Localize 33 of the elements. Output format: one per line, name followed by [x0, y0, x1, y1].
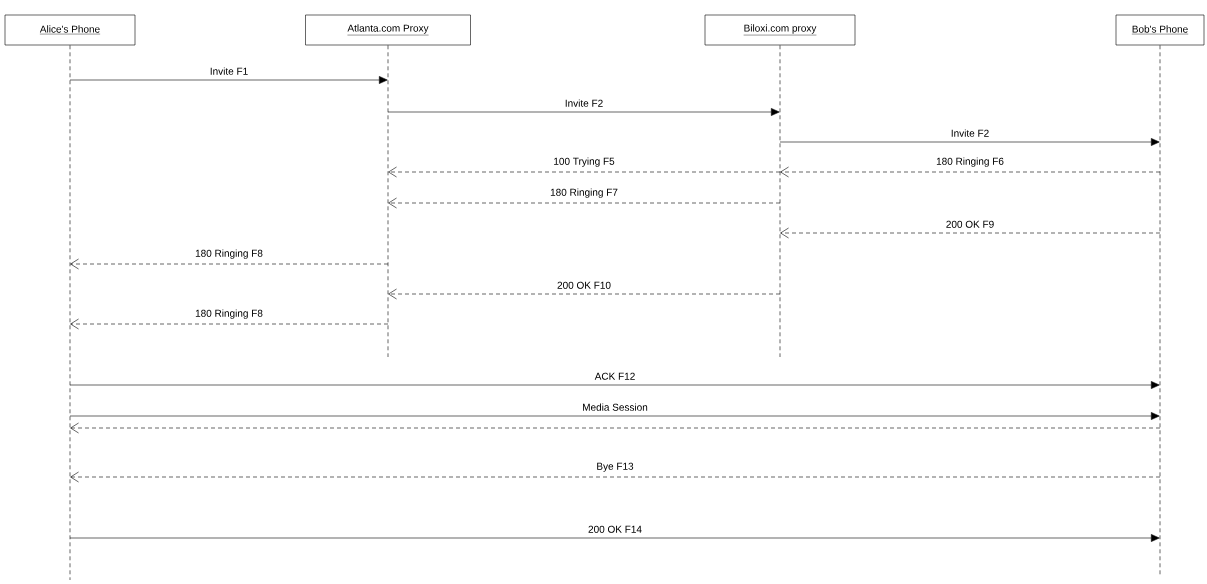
message-arrow: [780, 227, 1161, 239]
participant-box: Alice's Phone: [4, 14, 136, 46]
message-label: 200 OK F10: [557, 281, 611, 289]
message-arrow: [388, 197, 781, 209]
message-label: 180 Ringing F8: [195, 249, 263, 259]
message-label: 200 OK F9: [946, 220, 994, 228]
message-arrow: [69, 76, 388, 84]
message-arrow: [69, 534, 1160, 542]
message-arrow: [69, 412, 1160, 420]
message-label: 180 Ringing F8: [195, 309, 263, 319]
message-label: ACK F12: [594, 372, 635, 380]
participant-box: Bob's Phone: [1115, 14, 1205, 46]
message-arrow: [70, 471, 1161, 483]
message-label: 100 Trying F5: [554, 157, 615, 167]
message-label: 180 Ringing F7: [550, 188, 618, 198]
message-label: 200 OK F14: [588, 525, 642, 533]
message-arrow: [69, 381, 1160, 389]
message-arrow: [388, 166, 781, 178]
message-arrow: [70, 318, 389, 330]
message-label: Invite F1: [210, 67, 248, 75]
participant-box: Biloxi.com proxy: [704, 14, 856, 46]
message-label: 180 Ringing F6: [936, 157, 1004, 167]
message-arrow: [388, 288, 781, 300]
message-arrow: [70, 258, 389, 270]
message-label: Invite F2: [565, 99, 603, 107]
message-arrow: [780, 166, 1161, 178]
message-arrow: [387, 108, 780, 116]
message-label: Media Session: [583, 403, 648, 411]
participant-box: Atlanta.com Proxy: [305, 14, 471, 46]
message-arrow: [70, 422, 1161, 434]
message-arrow: [779, 138, 1160, 146]
message-label: Invite F2: [951, 129, 989, 137]
message-label: Bye F13: [597, 462, 634, 472]
